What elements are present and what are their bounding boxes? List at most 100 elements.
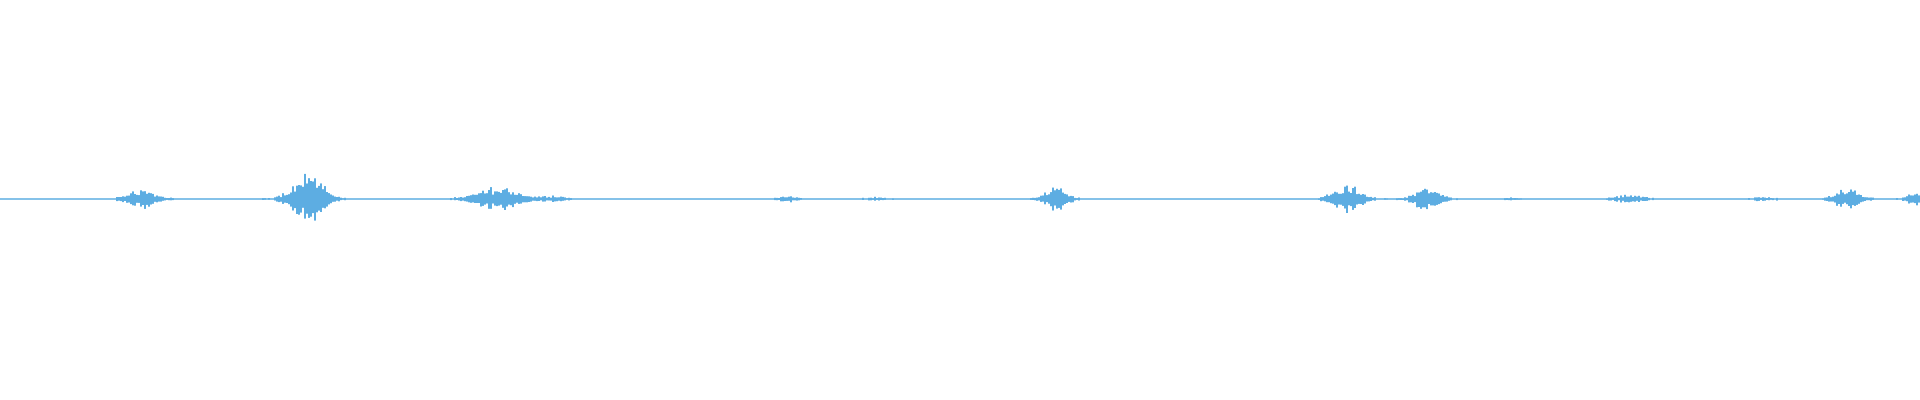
waveform-sample: [1866, 197, 1868, 201]
waveform-sample: [328, 193, 330, 205]
waveform-sample: [1402, 198, 1404, 200]
waveform-sample: [480, 193, 482, 207]
waveform-sample: [456, 198, 458, 200]
waveform-sample: [1326, 194, 1328, 203]
waveform-sample: [1078, 197, 1080, 201]
waveform-sample: [138, 195, 140, 203]
waveform-sample: [1514, 198, 1516, 200]
waveform-sample: [544, 196, 546, 202]
waveform-sample: [1642, 196, 1644, 201]
waveform-sample: [1510, 197, 1512, 201]
waveform-sample: [1436, 192, 1438, 205]
waveform-sample: [460, 197, 462, 202]
waveform-sample: [124, 196, 126, 201]
waveform-sample: [280, 197, 282, 202]
waveform-sample: [1076, 198, 1078, 200]
waveform-sample: [1914, 194, 1916, 204]
waveform-sample: [166, 198, 168, 200]
waveform-sample: [1864, 197, 1866, 201]
waveform-sample: [142, 191, 144, 205]
waveform-sample: [1908, 194, 1910, 204]
waveform-sample: [134, 194, 136, 206]
waveform-sample: [520, 194, 522, 204]
waveform-sample: [1846, 193, 1848, 205]
waveform-sample: [162, 196, 164, 201]
waveform-sample: [1652, 197, 1654, 201]
waveform-sample: [1518, 198, 1520, 200]
waveform-sample: [516, 194, 518, 203]
waveform-sample: [1850, 189, 1852, 209]
waveform-sample: [1386, 198, 1388, 200]
waveform-sample: [1756, 197, 1758, 202]
waveform-sample: [1648, 197, 1650, 201]
waveform-sample: [1350, 193, 1352, 207]
waveform-sample: [1426, 189, 1428, 210]
waveform-sample: [342, 198, 344, 200]
waveform-sample: [1832, 196, 1834, 202]
waveform-sample: [1050, 192, 1052, 207]
waveform-sample: [1904, 197, 1906, 201]
waveform-sample: [290, 192, 292, 207]
waveform-sample: [170, 197, 172, 201]
waveform-sample: [1822, 198, 1824, 200]
waveform-sample: [1374, 197, 1376, 201]
waveform-sample: [522, 196, 524, 203]
waveform-sample: [1414, 196, 1416, 203]
waveform-sample: [1748, 198, 1750, 200]
waveform-sample: [502, 190, 504, 208]
waveform-sample: [494, 191, 496, 206]
waveform-sample: [1058, 189, 1060, 208]
waveform-sample: [302, 186, 304, 208]
waveform-sample: [566, 198, 568, 200]
waveform-sample: [1856, 194, 1858, 205]
waveform-sample: [1758, 197, 1760, 201]
waveform-sample: [150, 193, 152, 205]
waveform-sample: [1072, 196, 1074, 203]
waveform-sample: [1616, 196, 1618, 202]
waveform-sample: [1032, 197, 1034, 200]
waveform-sample: [1398, 198, 1400, 200]
waveform-sample: [1910, 195, 1912, 203]
waveform-sample: [1872, 197, 1874, 200]
waveform-sample: [324, 186, 326, 209]
waveform-sample: [1638, 195, 1640, 202]
waveform-sample: [882, 198, 884, 201]
waveform-sample: [1762, 197, 1764, 201]
waveform-sample: [320, 183, 322, 212]
waveform-sample: [1320, 197, 1322, 202]
waveform-sample: [336, 197, 338, 201]
waveform-sample: [1396, 198, 1398, 201]
waveform-sample: [474, 194, 476, 203]
waveform-sample: [490, 187, 492, 209]
waveform-sample: [146, 193, 148, 205]
waveform-sample: [496, 191, 498, 207]
waveform-sample: [450, 198, 452, 201]
waveform-sample: [470, 195, 472, 203]
waveform-sample: [1868, 197, 1870, 201]
waveform-sample: [464, 197, 466, 202]
waveform-sample: [794, 197, 796, 201]
waveform-sample: [1418, 192, 1420, 207]
waveform-sample: [1332, 193, 1334, 204]
waveform-sample: [1416, 192, 1418, 208]
waveform-sample: [282, 193, 284, 204]
waveform-sample: [1644, 197, 1646, 201]
waveform-sample: [334, 196, 336, 202]
waveform-sample: [286, 194, 288, 203]
waveform-sample: [1776, 197, 1778, 201]
waveform-sample: [1862, 197, 1864, 202]
waveform-sample: [1338, 193, 1340, 205]
waveform-sample: [1354, 186, 1356, 208]
waveform-sample: [1324, 196, 1326, 202]
waveform-sample: [322, 189, 324, 208]
waveform-sample: [340, 197, 342, 201]
waveform-sample: [312, 181, 314, 214]
waveform-sample: [1030, 198, 1032, 200]
waveform-sample: [526, 196, 528, 203]
waveform-sample: [1836, 193, 1838, 206]
waveform-sample: [1446, 196, 1448, 202]
waveform-sample: [1760, 197, 1762, 200]
waveform-sample: [1408, 195, 1410, 203]
waveform-sample: [556, 197, 558, 202]
